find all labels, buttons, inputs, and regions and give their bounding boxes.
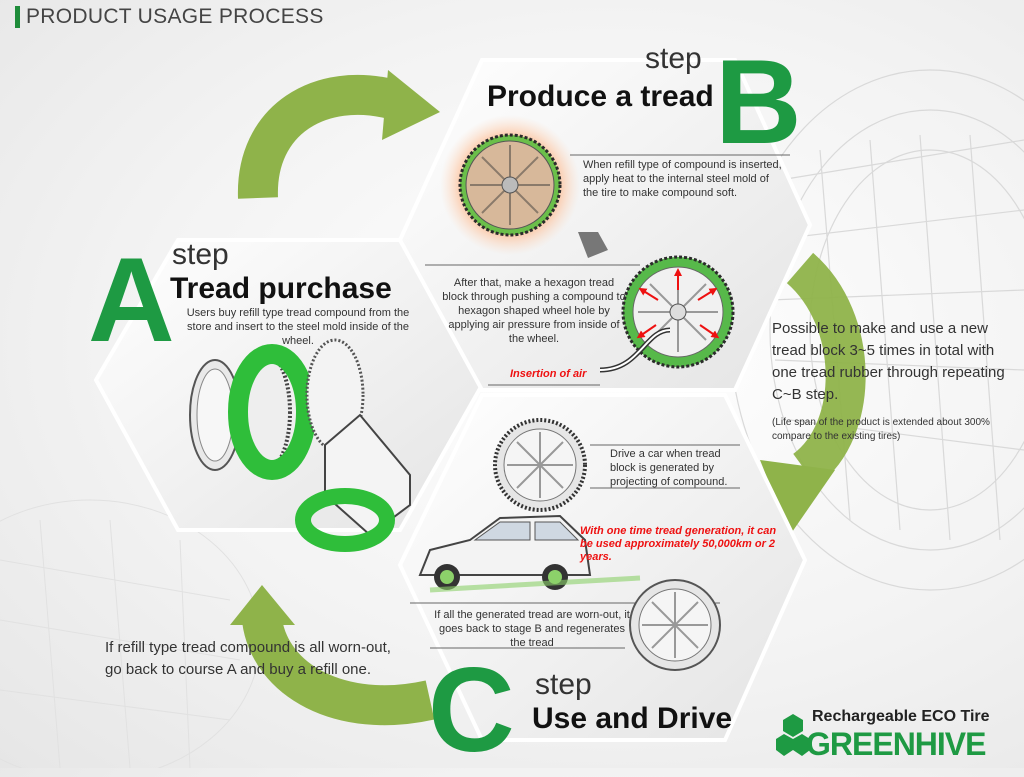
- step-b-title: Produce a tread: [487, 80, 714, 113]
- step-c-title: Use and Drive: [532, 702, 733, 735]
- brand-logo: Rechargeable ECO Tire GREENHIVE: [776, 708, 1016, 764]
- step-c-text-worn: If all the generated tread are worn-out,…: [434, 609, 630, 649]
- step-b-text-heat: When refill type of compound is inserted…: [583, 159, 782, 199]
- brand-name: GREENHIVE: [806, 726, 987, 763]
- down-arrow-icon: [578, 232, 608, 258]
- header-accent-bar: [15, 6, 20, 28]
- step-a-description: Users buy refill type tread compound fro…: [186, 307, 410, 347]
- step-b-label: step: [645, 42, 702, 75]
- page-title: PRODUCT USAGE PROCESS: [26, 5, 324, 28]
- step-a-label: step: [172, 238, 229, 271]
- step-c-label: step: [535, 668, 592, 701]
- step-a-letter: A: [88, 233, 175, 367]
- hive-logo-icon: [776, 714, 810, 756]
- left-note: If refill type tread compound is all wor…: [105, 639, 391, 678]
- tread-wheel-illustration: [493, 418, 587, 512]
- air-pressure-wheel-illustration: [599, 255, 735, 373]
- step-b-letter: B: [715, 35, 802, 169]
- step-a-title: Tread purchase: [170, 272, 392, 305]
- right-note-sub: (Life span of the product is extended ab…: [772, 417, 990, 442]
- heated-wheel-illustration: [440, 115, 580, 255]
- cycle-arrow-b-to-c: [760, 252, 866, 535]
- worn-wheel-illustration: [629, 579, 721, 671]
- brand-name-green: GREEN: [806, 726, 916, 762]
- step-c-text-drive: Drive a car when tread block is generate…: [610, 448, 728, 488]
- brand-tagline: Rechargeable ECO Tire: [812, 708, 990, 725]
- insertion-of-air-label: Insertion of air: [510, 368, 587, 380]
- step-b-text-pressure: After that, make a hexagon tread block t…: [442, 277, 626, 345]
- cycle-arrow-c-to-a: [230, 585, 435, 726]
- step-c-red-note: With one time tread generation, it can b…: [580, 525, 777, 563]
- car-illustration: [418, 514, 641, 593]
- step-c-letter: C: [428, 643, 515, 777]
- brand-name-hive: HIVE: [914, 726, 987, 762]
- right-note-main: Possible to make and use a new tread blo…: [772, 320, 1005, 403]
- page-header: PRODUCT USAGE PROCESS: [0, 0, 360, 30]
- cycle-arrow-a-to-b: [237, 70, 440, 199]
- refill-compound-illustration: [189, 338, 411, 552]
